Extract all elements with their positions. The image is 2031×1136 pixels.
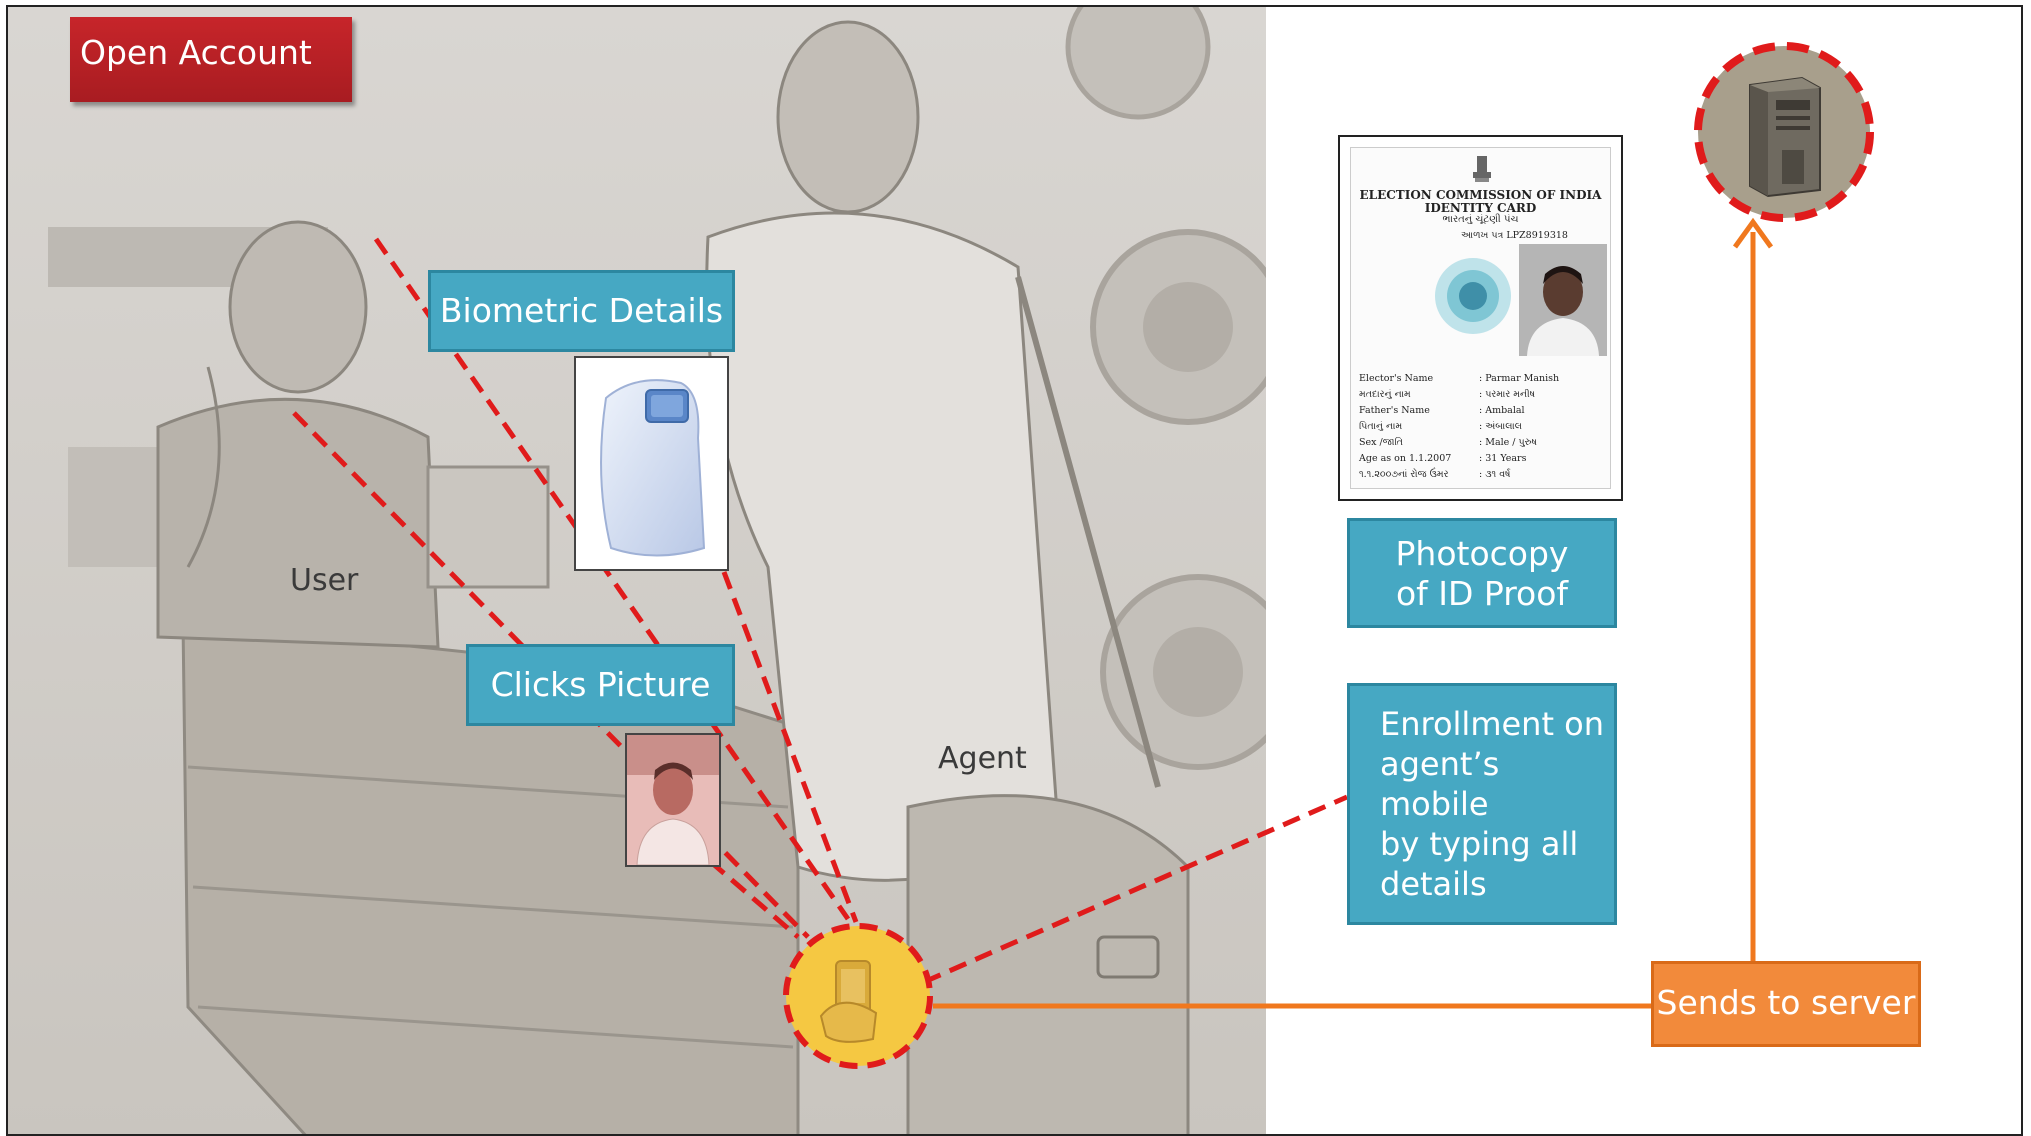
enrollment-line-5: details [1380, 865, 1487, 903]
id-row-value-1: : પરમાર મનીષ [1479, 389, 1536, 400]
id-row-label-5: Age as on 1.1.2007 [1359, 453, 1452, 464]
mobile-phone-icon [819, 960, 878, 1043]
voter-id-card: ELECTION COMMISSION OF INDIA IDENTITY CA… [1338, 135, 1623, 501]
id-row-value-2: : Ambalal [1479, 405, 1525, 416]
biometric-details-label: Biometric Details [428, 270, 735, 352]
open-account-label: Open Account [70, 17, 352, 102]
fingerprint-scanner-image [574, 356, 729, 571]
photocopy-line-1: Photocopy [1395, 534, 1569, 573]
enrollment-line-3: mobile [1380, 785, 1489, 823]
enrollment-label: Enrollment on agent’s mobile by typing a… [1347, 683, 1617, 925]
id-photo-person-icon [1519, 244, 1607, 356]
id-card-title-1: ELECTION COMMISSION OF INDIA [1359, 188, 1602, 202]
id-card-number: આળખ પત્ર LPZ8919318 [1461, 230, 1568, 241]
id-row-label-6: ૧.૧.૨૦૦૭નાં રોજ ઉંમર [1359, 469, 1449, 480]
sends-to-server-label: Sends to server [1651, 961, 1921, 1047]
server-circle [1694, 42, 1874, 222]
server-tower-icon [1749, 76, 1821, 198]
person-photo-icon [627, 735, 719, 866]
id-row-label-3: પિતાનું નામ [1359, 421, 1403, 432]
id-row-value-5: : 31 Years [1479, 453, 1527, 464]
id-row-label-4: Sex /જાતિ [1359, 437, 1403, 448]
id-row-value-4: : Male / પુરુષ [1479, 437, 1537, 448]
clicks-picture-label: Clicks Picture [466, 644, 735, 726]
id-card-inner: ELECTION COMMISSION OF INDIA IDENTITY CA… [1350, 147, 1611, 489]
id-card-title-3: ભારતનું ચૂંટણી પંચ [1442, 214, 1519, 225]
id-row-value-0: : Parmar Manish [1479, 373, 1560, 384]
person-photo [625, 733, 721, 867]
enrollment-line-1: Enrollment on [1380, 705, 1605, 743]
photocopy-id-proof-label: Photocopy of ID Proof [1347, 518, 1617, 628]
id-card-title-2: IDENTITY CARD [1424, 201, 1537, 215]
diagram-frame: ELECTION COMMISSION OF INDIA IDENTITY CA… [6, 5, 2023, 1136]
user-label: User [290, 563, 359, 598]
id-row-label-2: Father's Name [1359, 405, 1430, 416]
fingerprint-scanner-icon [600, 379, 706, 557]
photocopy-line-2: of ID Proof [1395, 574, 1569, 613]
enrollment-line-4: by typing all [1380, 825, 1579, 863]
emblem-icon [1473, 156, 1491, 182]
hologram-icon [1435, 258, 1511, 334]
id-row-value-6: : ૩૧ વર્ષ [1479, 469, 1511, 480]
id-row-value-3: : અંબાલાલ [1479, 421, 1522, 432]
id-card-photo [1519, 244, 1607, 356]
id-row-label-1: મતદારનું નામ [1359, 389, 1411, 400]
agent-label: Agent [938, 741, 1027, 776]
enrollment-line-2: agent’s [1380, 745, 1500, 783]
mobile-phone-circle [783, 923, 933, 1069]
id-row-label-0: Elector's Name [1359, 373, 1434, 384]
